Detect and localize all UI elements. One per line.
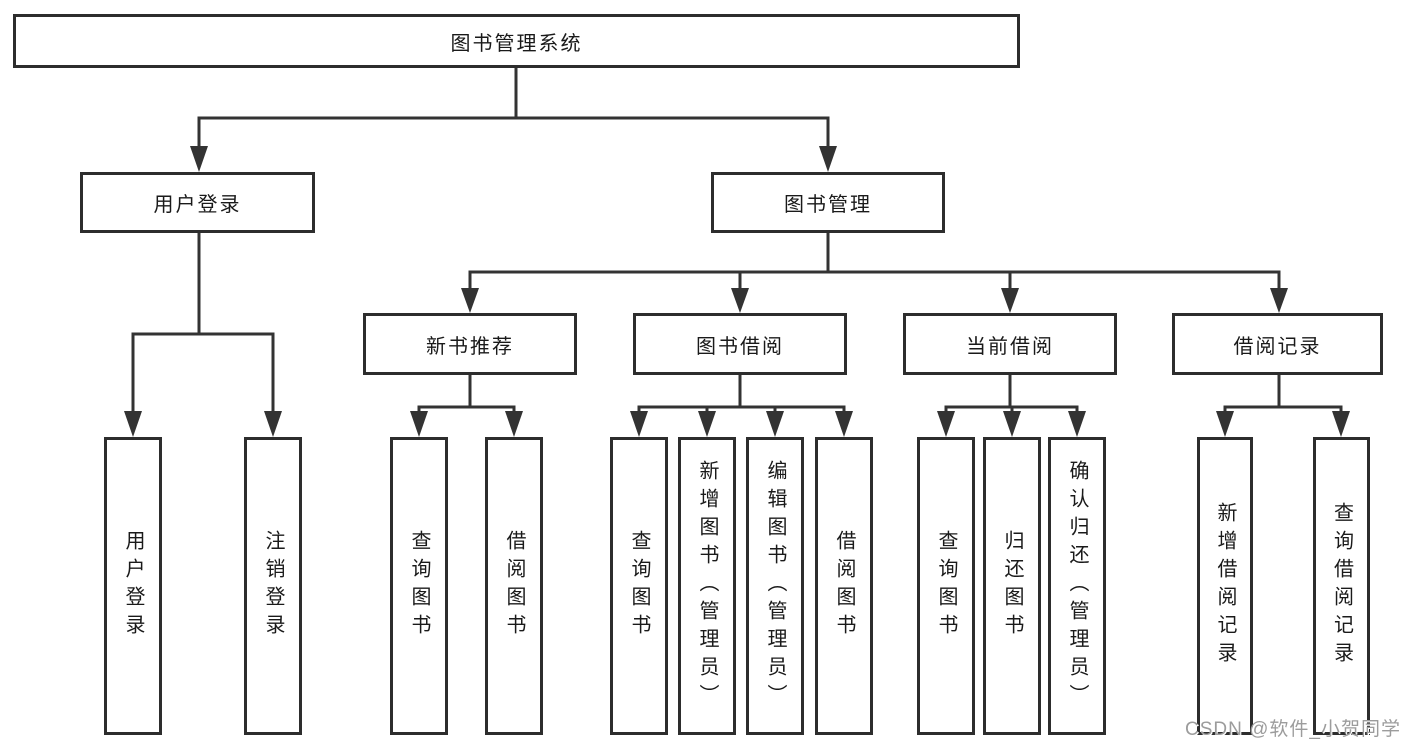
node-return-books: 归还图书 xyxy=(983,437,1041,735)
node-label: 查询借阅记录 xyxy=(1330,502,1353,670)
connector-userlogin-children xyxy=(124,233,282,437)
node-user-login: 用户登录 xyxy=(80,172,315,233)
node-label: 用户登录 xyxy=(153,194,242,216)
node-query-books-borrowing: 查询图书 xyxy=(610,437,668,735)
node-label: 归还图书 xyxy=(1001,530,1023,642)
node-label: 新增图书（管理员） xyxy=(696,460,718,712)
node-query-books-current: 查询图书 xyxy=(917,437,975,735)
node-label: 查询图书 xyxy=(628,530,650,642)
node-label: 查询图书 xyxy=(935,530,957,642)
connector-recommend-children xyxy=(410,375,523,437)
node-confirm-return-admin: 确认归还（管理员） xyxy=(1048,437,1106,735)
node-label: 注销登录 xyxy=(262,530,284,642)
connector-bookmgmt-to-level3 xyxy=(461,233,1288,313)
node-add-borrow-record: 新增借阅记录 xyxy=(1197,437,1253,735)
connector-borrowing-children xyxy=(630,375,853,437)
node-book-management: 图书管理 xyxy=(711,172,945,233)
node-label: 借阅记录 xyxy=(1233,335,1322,358)
node-book-borrowing: 图书借阅 xyxy=(633,313,847,375)
node-label: 图书管理系统 xyxy=(450,32,583,55)
node-label: 图书借阅 xyxy=(696,335,784,358)
node-borrow-books: 借阅图书 xyxy=(815,437,873,735)
node-label: 图书管理 xyxy=(784,194,872,216)
node-current-borrowing: 当前借阅 xyxy=(903,313,1117,375)
node-query-books-recommend: 查询图书 xyxy=(390,437,448,735)
connector-current-children xyxy=(937,375,1086,437)
csdn-watermark: CSDN @软件_小贺同学 xyxy=(1185,719,1401,740)
node-label: 用户登录 xyxy=(122,530,144,642)
connector-root-to-level2 xyxy=(190,68,837,172)
node-label: 借阅图书 xyxy=(503,530,525,642)
node-user-login-action: 用户登录 xyxy=(104,437,162,735)
node-label: 新书推荐 xyxy=(426,335,514,358)
node-borrow-books-recommend: 借阅图书 xyxy=(485,437,543,735)
node-label: 查询图书 xyxy=(408,530,430,642)
node-label: 当前借阅 xyxy=(966,335,1054,358)
node-label: 编辑图书（管理员） xyxy=(764,460,786,712)
node-label: 借阅图书 xyxy=(833,530,855,642)
node-add-books-admin: 新增图书（管理员） xyxy=(678,437,736,735)
node-logout: 注销登录 xyxy=(244,437,302,735)
node-borrowing-records: 借阅记录 xyxy=(1172,313,1383,375)
node-label: 新增借阅记录 xyxy=(1214,502,1236,670)
node-query-borrow-record: 查询借阅记录 xyxy=(1313,437,1370,735)
node-edit-books-admin: 编辑图书（管理员） xyxy=(746,437,804,735)
node-label: 确认归还（管理员） xyxy=(1066,460,1088,712)
node-new-book-recommend: 新书推荐 xyxy=(363,313,577,375)
connector-records-children xyxy=(1216,375,1350,437)
node-library-management-system: 图书管理系统 xyxy=(13,14,1020,68)
